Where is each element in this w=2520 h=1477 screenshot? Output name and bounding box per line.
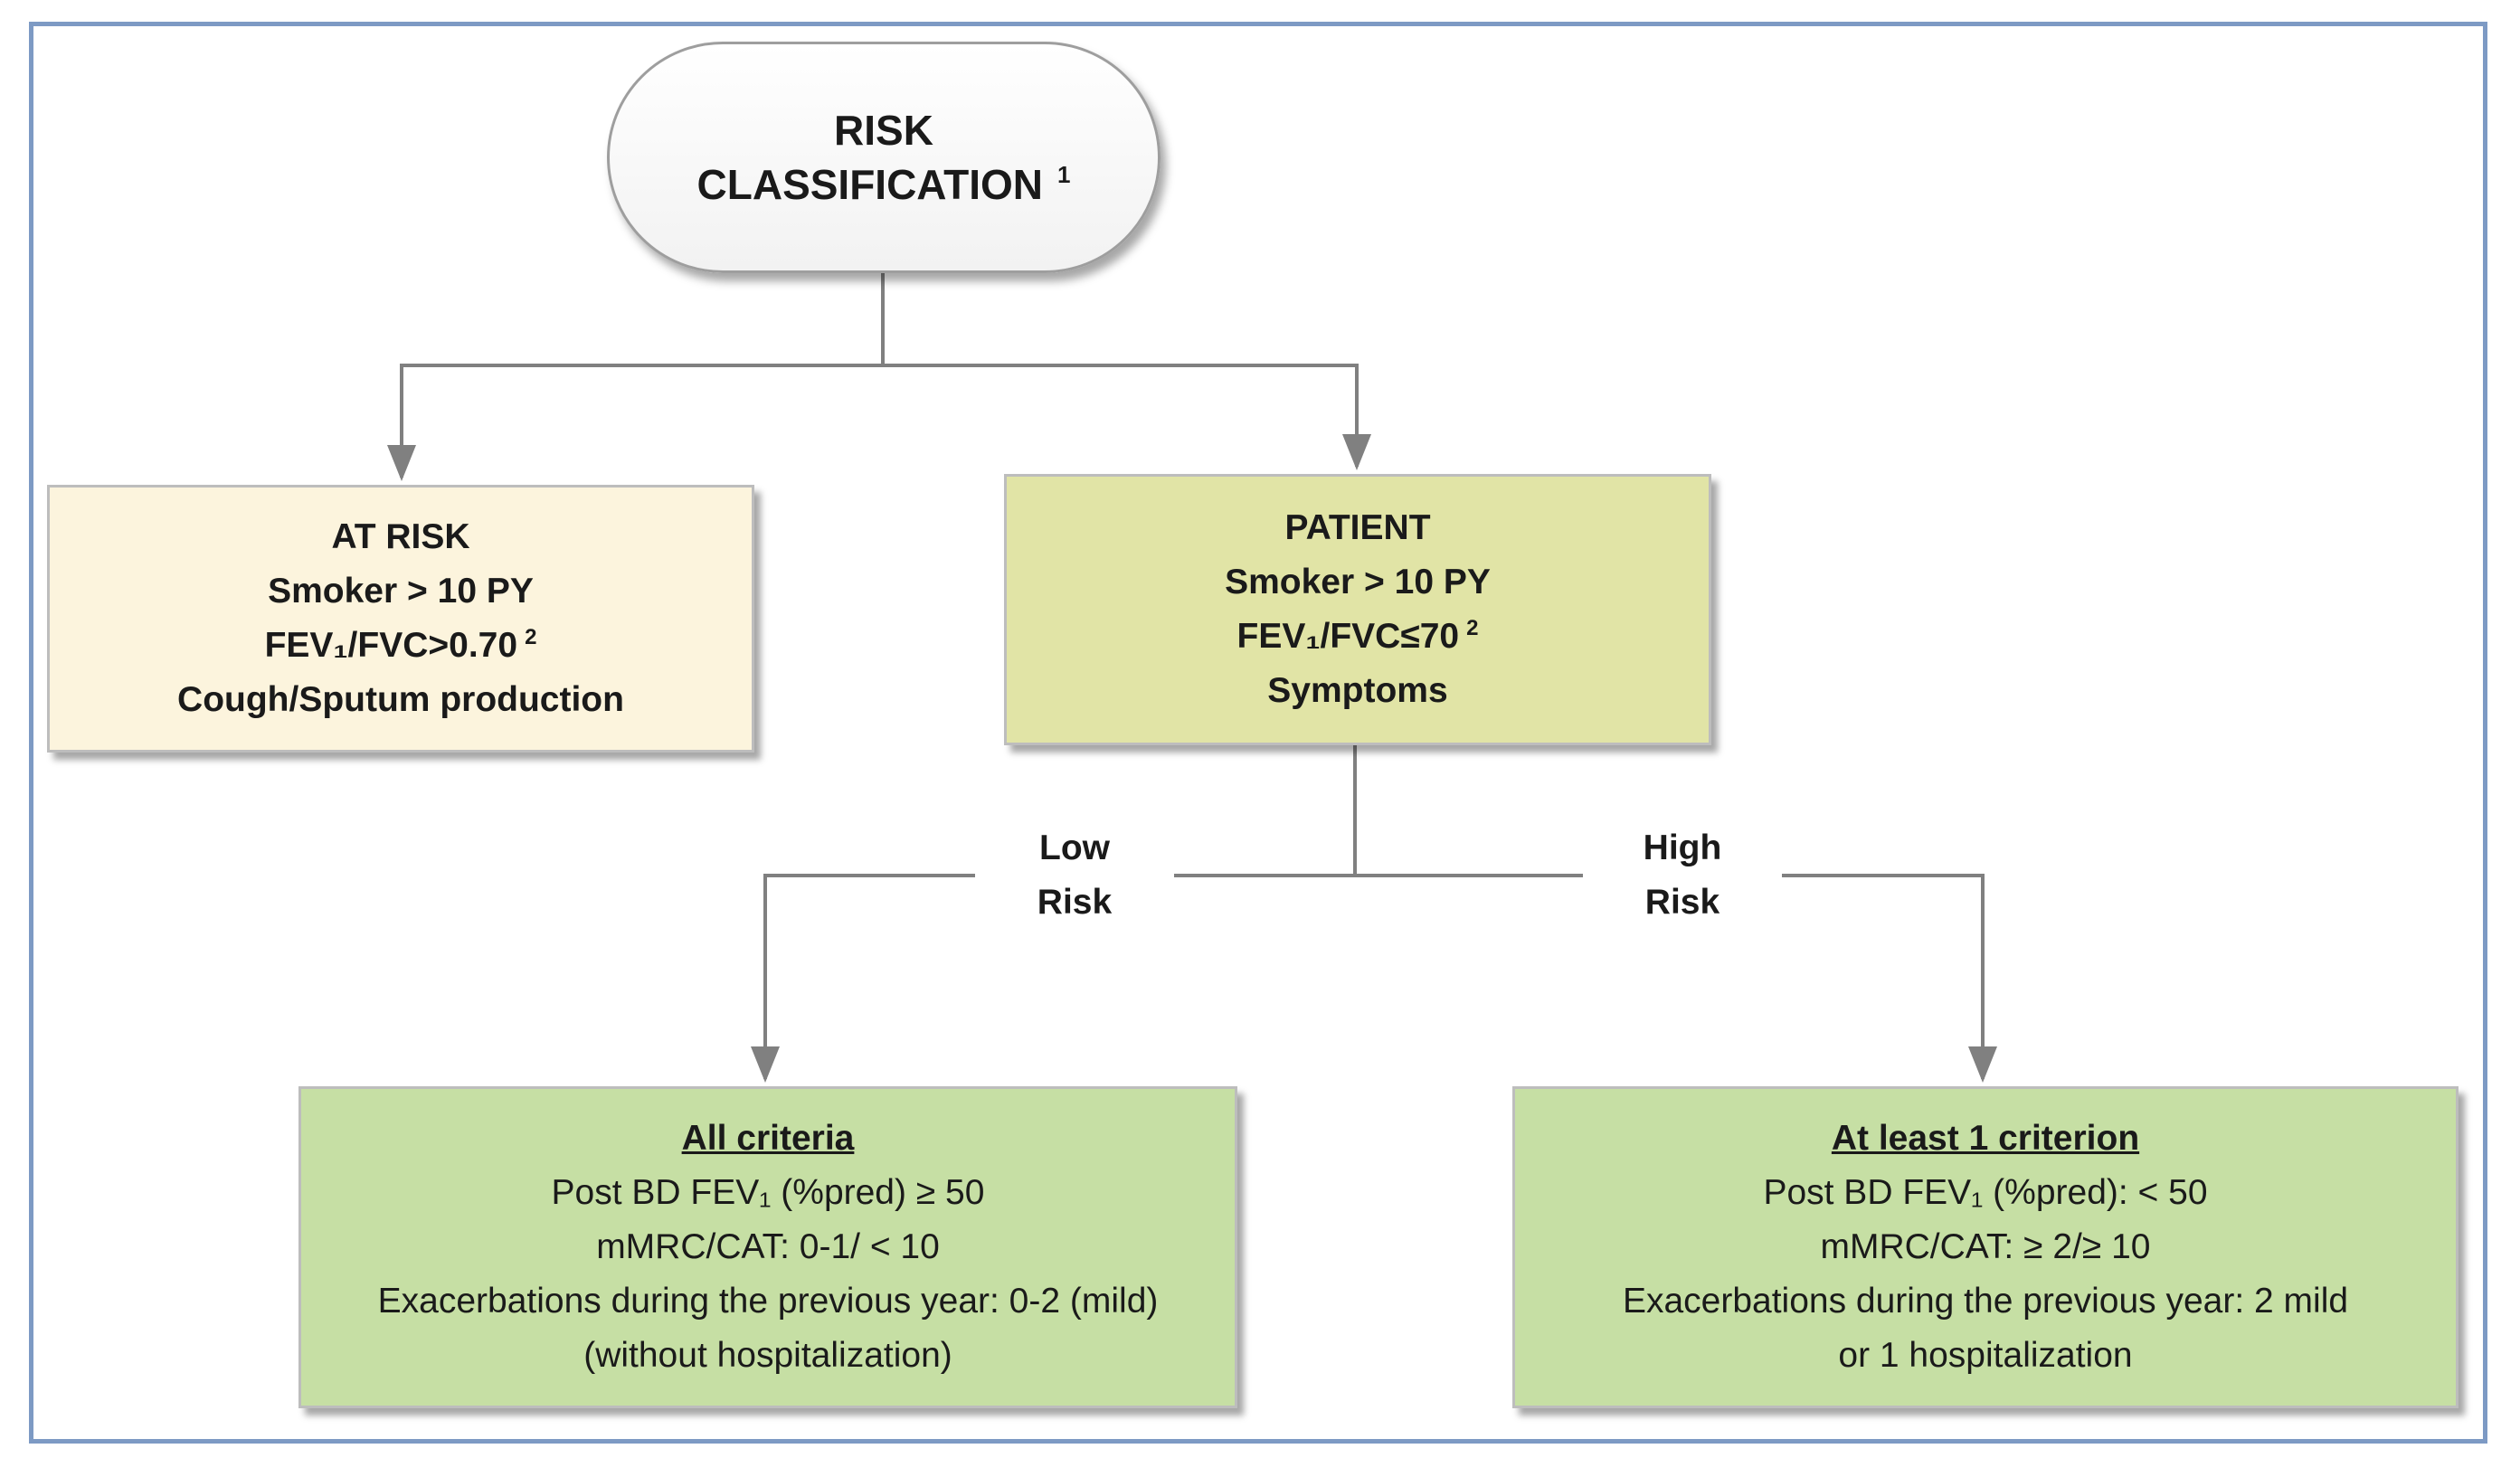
low-risk-label-line1: Low: [1039, 828, 1110, 867]
at-risk-fev-footnote: 2: [525, 625, 537, 649]
low-risk-criteria-box: All criteria Post BD FEV₁ (%pred) ≥ 50 m…: [298, 1086, 1237, 1408]
low-risk-label-line2: Risk: [1037, 883, 1113, 922]
at-risk-fev-ratio: FEV₁/FVC>0.70 2: [265, 619, 537, 673]
root-title-line1: RISK: [834, 107, 933, 154]
at-risk-smoker: Smoker > 10 PY: [268, 572, 534, 611]
low-risk-label: Low Risk: [975, 821, 1174, 930]
patient-fev-text: FEV₁/FVC≤70: [1236, 617, 1460, 656]
high-risk-heading: At least 1 criterion: [1831, 1119, 2140, 1158]
high-risk-mmrc: mMRC/CAT: ≥ 2/≥ 10: [1820, 1227, 2151, 1266]
at-risk-fev-text: FEV₁/FVC>0.70: [264, 626, 518, 665]
connector-split-to-patient: [883, 364, 1371, 470]
low-risk-heading: All criteria: [681, 1119, 855, 1158]
connector-high-risk-branch: [1355, 874, 1997, 1083]
root-title-line2: CLASSIFICATION 1: [697, 157, 1071, 212]
high-risk-label: High Risk: [1583, 821, 1782, 930]
patient-symptom: Symptoms: [1267, 671, 1448, 710]
at-risk-title: AT RISK: [331, 517, 470, 556]
at-risk-symptom: Cough/Sputum production: [177, 680, 624, 719]
diagram-frame: [29, 22, 2487, 1444]
at-risk-box: AT RISK Smoker > 10 PY FEV₁/FVC>0.70 2 Co…: [47, 485, 754, 753]
root-footnote: 1: [1057, 161, 1071, 188]
low-risk-hospitalization: (without hospitalization): [583, 1336, 952, 1375]
high-risk-hospitalization: or 1 hospitalization: [1838, 1336, 2133, 1375]
high-risk-label-line2: Risk: [1644, 883, 1720, 922]
risk-classification-node: RISK CLASSIFICATION 1: [607, 42, 1161, 273]
root-title-text: CLASSIFICATION: [696, 161, 1043, 208]
high-risk-criteria-box: At least 1 criterion Post BD FEV₁ (%pred…: [1512, 1086, 2458, 1408]
patient-smoker: Smoker > 10 PY: [1225, 563, 1491, 601]
low-risk-fev: Post BD FEV₁ (%pred) ≥ 50: [551, 1173, 985, 1212]
connector-split-to-at-risk: [387, 364, 883, 481]
low-risk-exacerbations: Exacerbations during the previous year: …: [377, 1282, 1159, 1321]
low-risk-mmrc: mMRC/CAT: 0-1/ < 10: [596, 1227, 940, 1266]
high-risk-label-line1: High: [1643, 828, 1722, 867]
patient-fev-footnote: 2: [1466, 616, 1479, 640]
high-risk-exacerbations: Exacerbations during the previous year: …: [1622, 1282, 2349, 1321]
high-risk-fev: Post BD FEV₁ (%pred): < 50: [1763, 1173, 2208, 1212]
patient-title: PATIENT: [1284, 508, 1431, 547]
